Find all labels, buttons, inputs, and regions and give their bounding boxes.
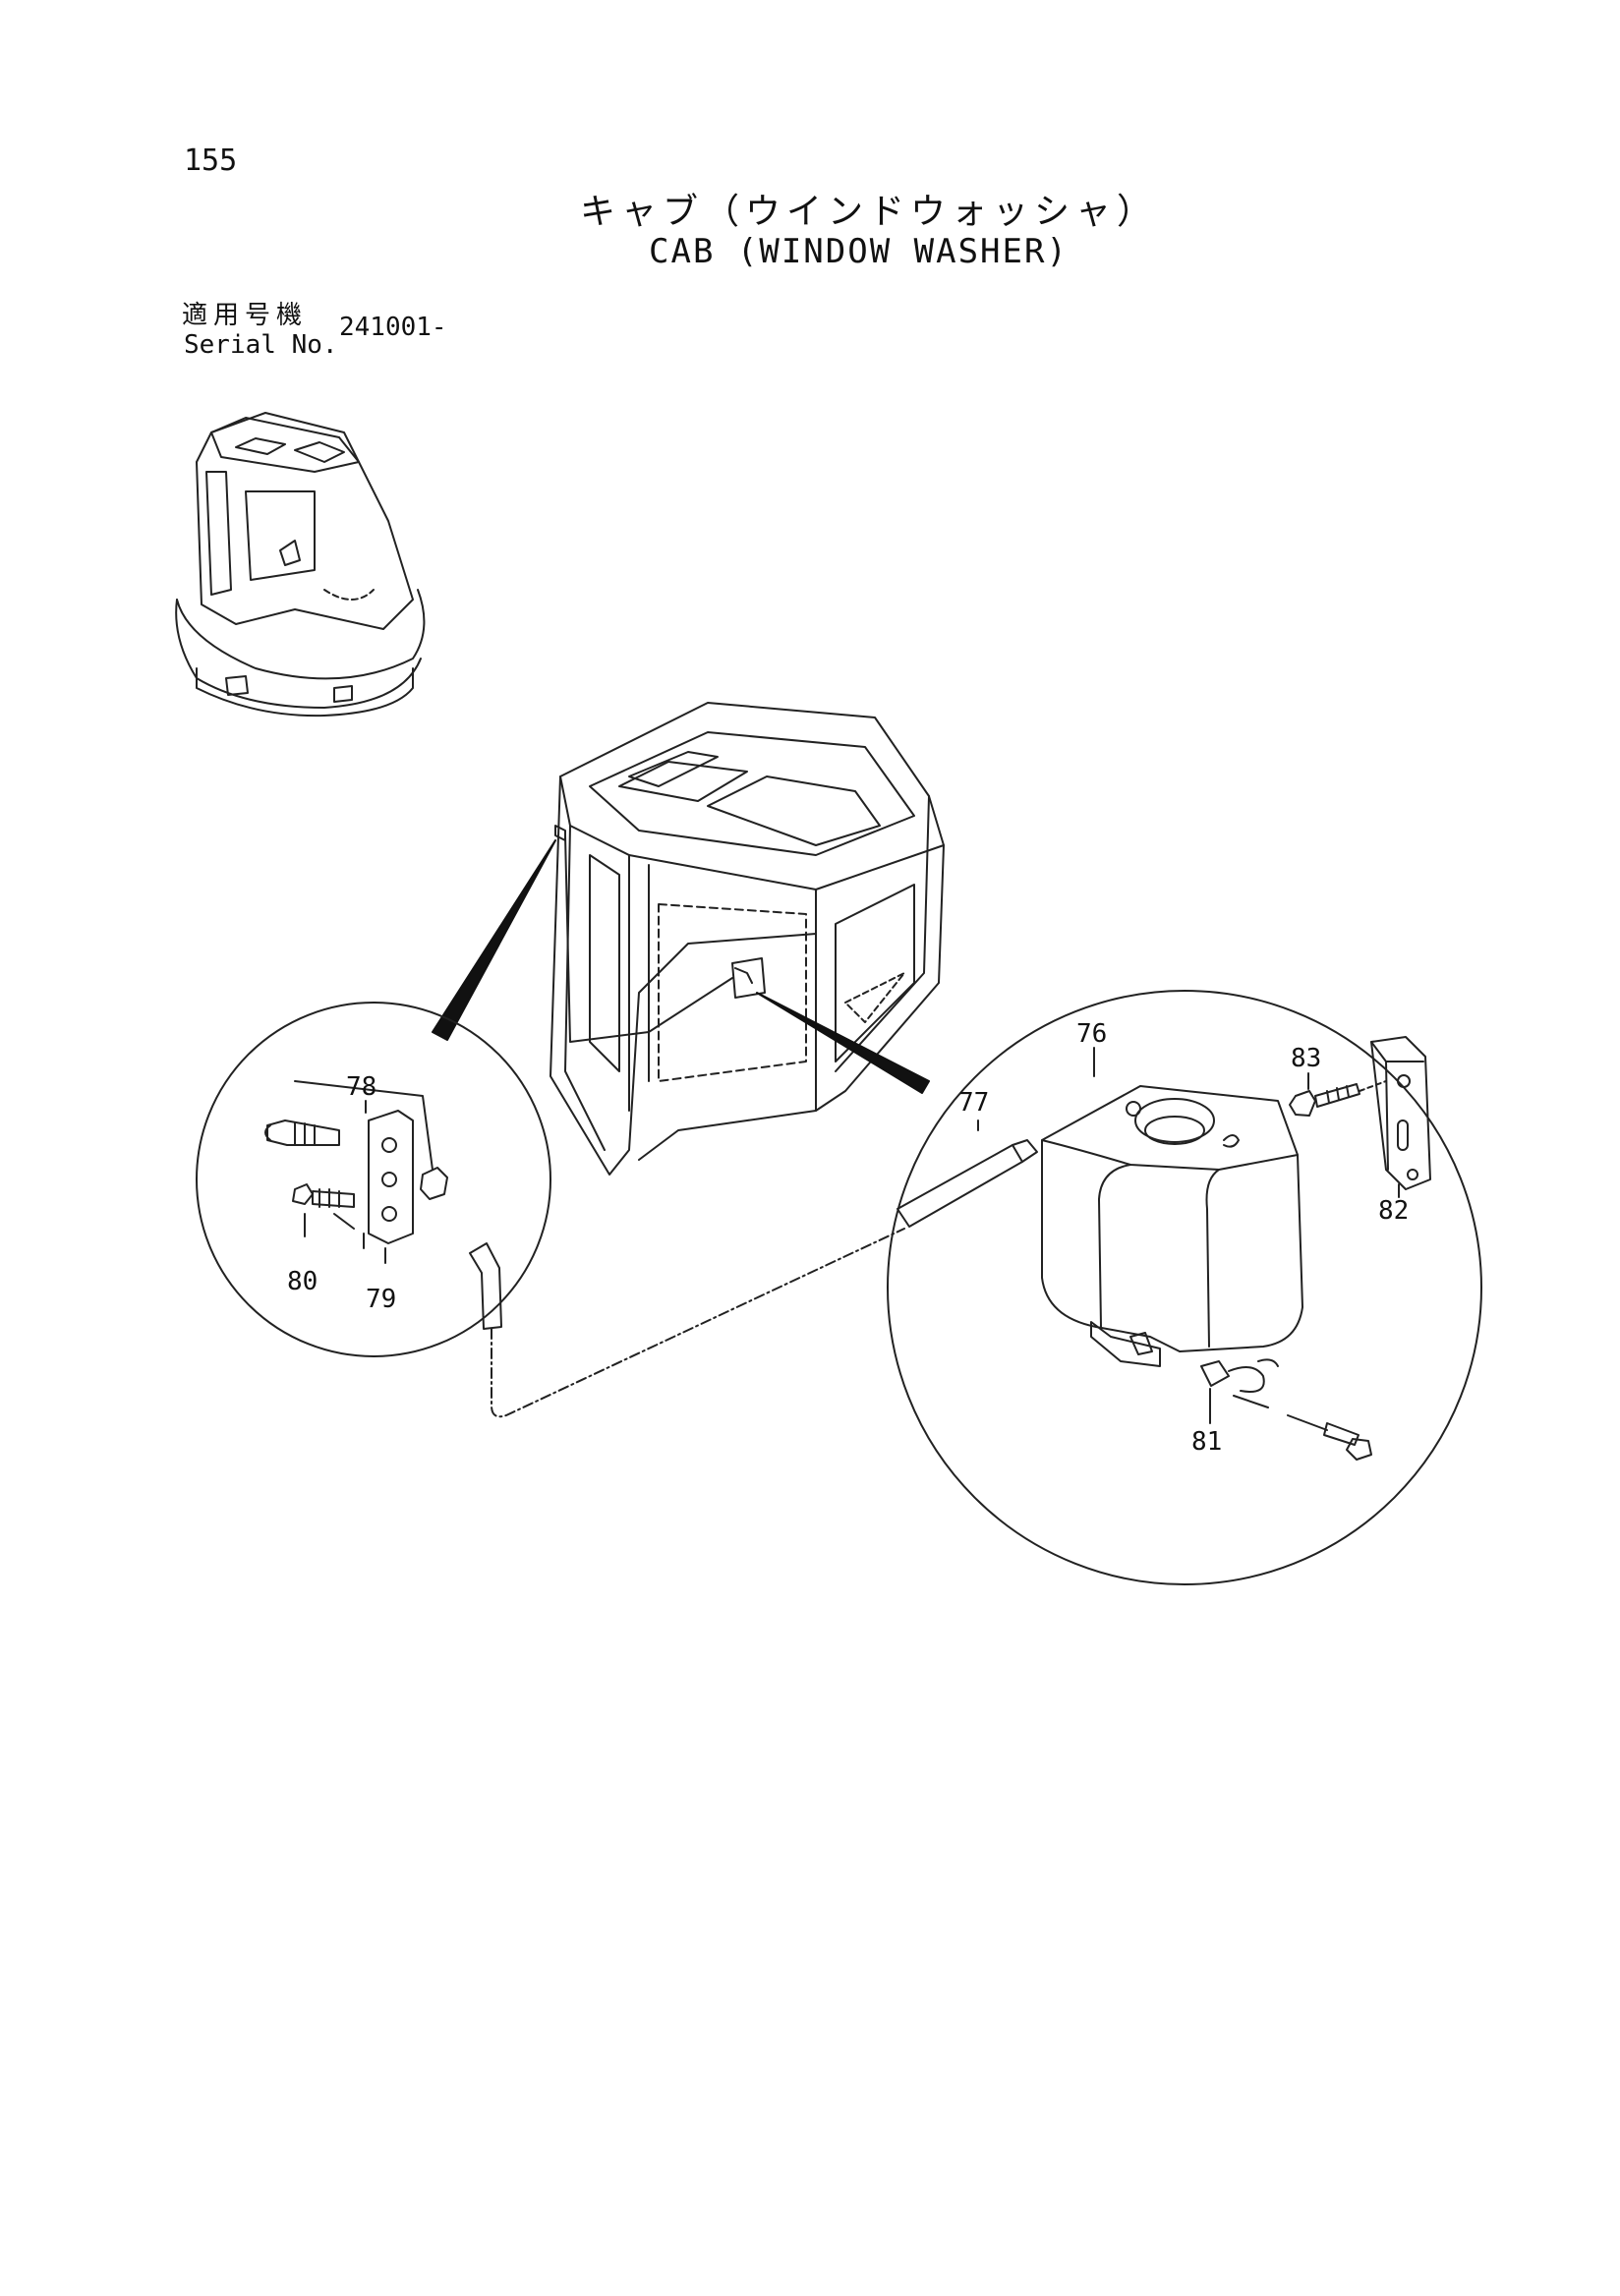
callout-78: 78 <box>346 1072 376 1102</box>
cab-main-illustration <box>550 702 945 1176</box>
title-english: CAB (WINDOW WASHER) <box>649 232 1069 271</box>
leader-wedge-right <box>756 992 930 1094</box>
machine-overview-illustration <box>175 412 426 718</box>
callout-80: 80 <box>287 1267 318 1296</box>
serial-label-english: Serial No. <box>184 330 338 360</box>
page-number: 155 <box>184 144 238 178</box>
callout-77: 77 <box>958 1088 989 1118</box>
callout-79: 79 <box>366 1285 396 1314</box>
leader-wedge-left <box>432 839 556 1041</box>
callout-76: 76 <box>1076 1019 1107 1049</box>
nozzle-detail-circle <box>196 1002 551 1357</box>
washer-tank-detail-circle <box>887 990 1482 1585</box>
callout-83: 83 <box>1291 1044 1321 1073</box>
callout-82: 82 <box>1378 1196 1409 1226</box>
callout-81: 81 <box>1191 1427 1222 1457</box>
serial-number-value: 241001- <box>339 313 447 342</box>
title-japanese: キャブ（ウインドウォッシャ） <box>580 192 1159 232</box>
serial-label-japanese: 適用号機 <box>182 301 309 330</box>
